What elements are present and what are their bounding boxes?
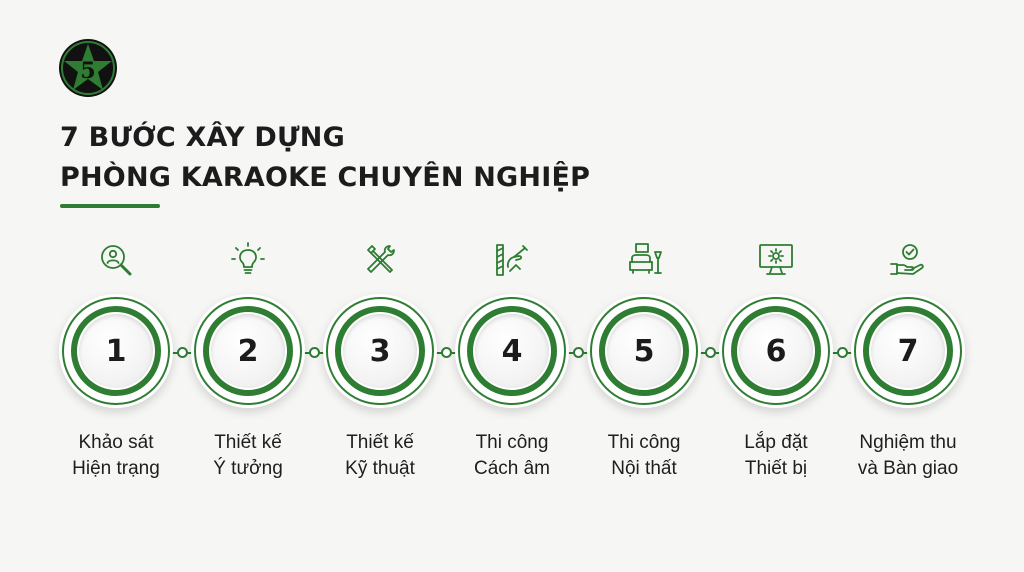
step-number: 6 (765, 333, 787, 369)
step-label-line-1: Thiết kế (346, 432, 414, 453)
step-number-circle: 4 (455, 294, 569, 408)
monitor-gear-icon (756, 240, 796, 280)
step-number-circle: 2 (191, 294, 305, 408)
step-label-line-1: Thiết kế (214, 432, 282, 453)
process-steps: 1 Khảo sát Hiện trạng 2 Thiết kế Ý tưởng (0, 230, 1024, 530)
step-number-circle: 5 (587, 294, 701, 408)
svg-text:5: 5 (80, 58, 95, 84)
star-5-logo-icon: 5 (59, 39, 117, 97)
step-number: 4 (501, 333, 523, 369)
step-number: 7 (897, 333, 919, 369)
step-number: 2 (237, 333, 259, 369)
step-label-line-2: Nội thất (611, 458, 677, 479)
step-number-circle: 1 (59, 294, 173, 408)
title-line-2: PHÒNG KARAOKE CHUYÊN NGHIỆP (60, 162, 591, 193)
connector-dot (837, 347, 848, 358)
step-number-circle: 3 (323, 294, 437, 408)
step-number-circle: 7 (851, 294, 965, 408)
title-underline (60, 204, 160, 208)
step-label: Thi công Nội thất (574, 430, 714, 482)
connector-dot (573, 347, 584, 358)
step-label-line-1: Khảo sát (78, 432, 154, 453)
step-label: Nghiệm thu và Bàn giao (838, 430, 978, 482)
wall-soundproof-icon (492, 240, 532, 280)
step-label-line-1: Thi công (607, 432, 681, 453)
step-label-line-2: Hiện trạng (72, 458, 160, 479)
step-label: Thiết kế Kỹ thuật (310, 430, 450, 482)
connector-dot (441, 347, 452, 358)
step-label-line-2: Thiết bị (744, 458, 808, 479)
connector-dot (177, 347, 188, 358)
magnifier-person-icon (96, 240, 136, 280)
step-label: Khảo sát Hiện trạng (46, 430, 186, 482)
page-title: 7 BƯỚC XÂY DỰNG PHÒNG KARAOKE CHUYÊN NGH… (60, 118, 590, 198)
lightbulb-icon (228, 240, 268, 280)
step-label-line-1: Thi công (475, 432, 549, 453)
step-number: 3 (369, 333, 391, 369)
step-label-line-2: Kỹ thuật (345, 458, 415, 479)
step-label: Thi công Cách âm (442, 430, 582, 482)
step-label-line-2: Cách âm (473, 458, 551, 479)
step-label: Lắp đặt Thiết bị (706, 430, 846, 482)
step-label: Thiết kế Ý tưởng (178, 430, 318, 482)
step-label-line-1: Lắp đặt (744, 432, 808, 453)
step-number: 1 (105, 333, 127, 369)
step-label-line-2: và Bàn giao (857, 458, 959, 479)
step-number-circle: 6 (719, 294, 833, 408)
step-label-line-2: Ý tưởng (213, 458, 283, 479)
connector-dot (705, 347, 716, 358)
connector-dot (309, 347, 320, 358)
step-label-line-1: Nghiệm thu (859, 432, 957, 453)
brand-logo: 5 (58, 38, 118, 98)
hand-check-icon (888, 240, 928, 280)
step-number: 5 (633, 333, 655, 369)
wrench-screwdriver-icon (360, 240, 400, 280)
sofa-lamp-icon (624, 240, 664, 280)
title-line-1: 7 BƯỚC XÂY DỰNG (60, 122, 345, 153)
